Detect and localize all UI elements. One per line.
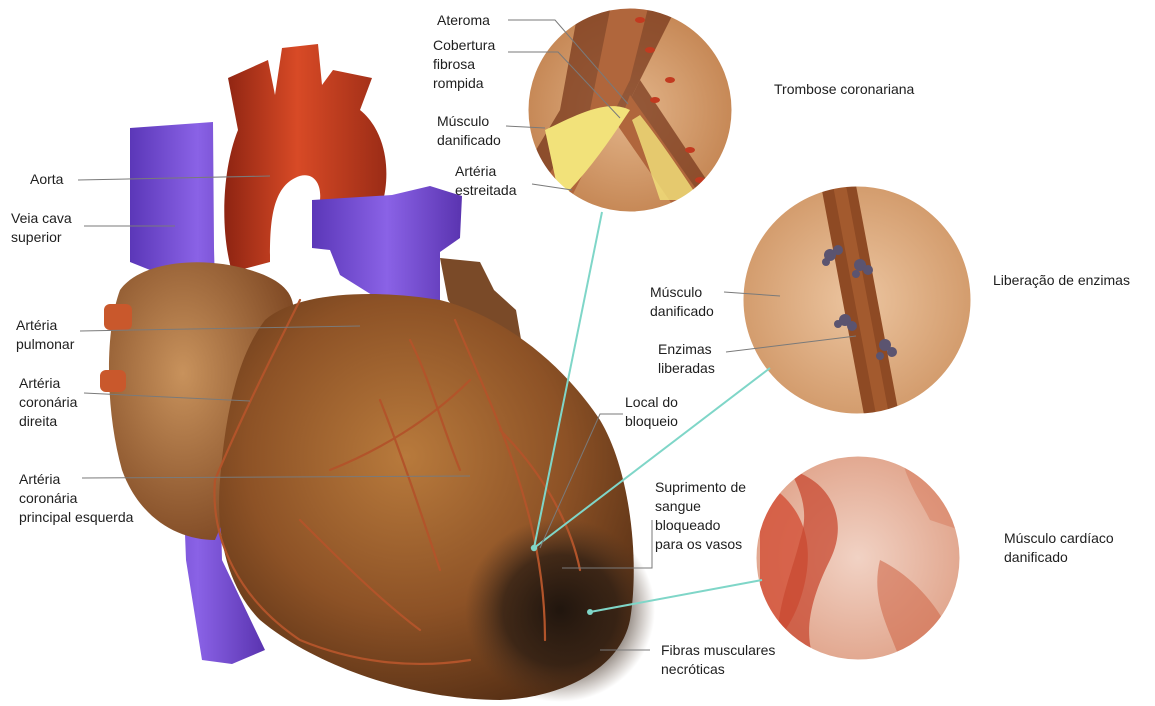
vessel-stub	[104, 304, 132, 330]
label-enzyme-release: Liberação de enzimas	[993, 271, 1130, 290]
necrotic-region	[465, 518, 655, 702]
inset-coronary-thrombosis	[470, 0, 740, 260]
vessel-stub	[100, 370, 126, 392]
label-blockage-site: Local do bloqueio	[625, 393, 678, 431]
label-damaged-muscle-1: Músculo danificado	[437, 112, 501, 150]
inset-enzyme-release	[742, 180, 972, 420]
label-ruptured-fibrous-cap: Cobertura fibrosa rompida	[433, 36, 495, 93]
label-released-enzymes: Enzimas liberadas	[658, 340, 715, 378]
inset-damaged-muscle	[755, 450, 961, 670]
label-damaged-muscle-2: Músculo danificado	[650, 283, 714, 321]
label-right-coronary-artery: Artéria coronária direita	[19, 374, 77, 431]
label-aorta: Aorta	[30, 170, 63, 189]
label-atheroma: Ateroma	[437, 11, 490, 30]
label-necrotic-muscle-fibers: Fibras musculares necróticas	[661, 641, 775, 679]
label-blocked-blood-supply: Suprimento de sangue bloqueado para os v…	[655, 478, 746, 554]
label-superior-vena-cava: Veia cava superior	[11, 209, 72, 247]
label-narrowed-artery: Artéria estreitada	[455, 162, 516, 200]
label-coronary-thrombosis: Trombose coronariana	[774, 80, 914, 99]
pulmonary-artery-vessel	[312, 186, 462, 300]
label-left-main-coronary-artery: Artéria coronária principal esquerda	[19, 470, 133, 527]
label-pulmonary-artery: Artéria pulmonar	[16, 316, 74, 354]
label-damaged-cardiac-muscle: Músculo cardíaco danificado	[1004, 529, 1114, 567]
